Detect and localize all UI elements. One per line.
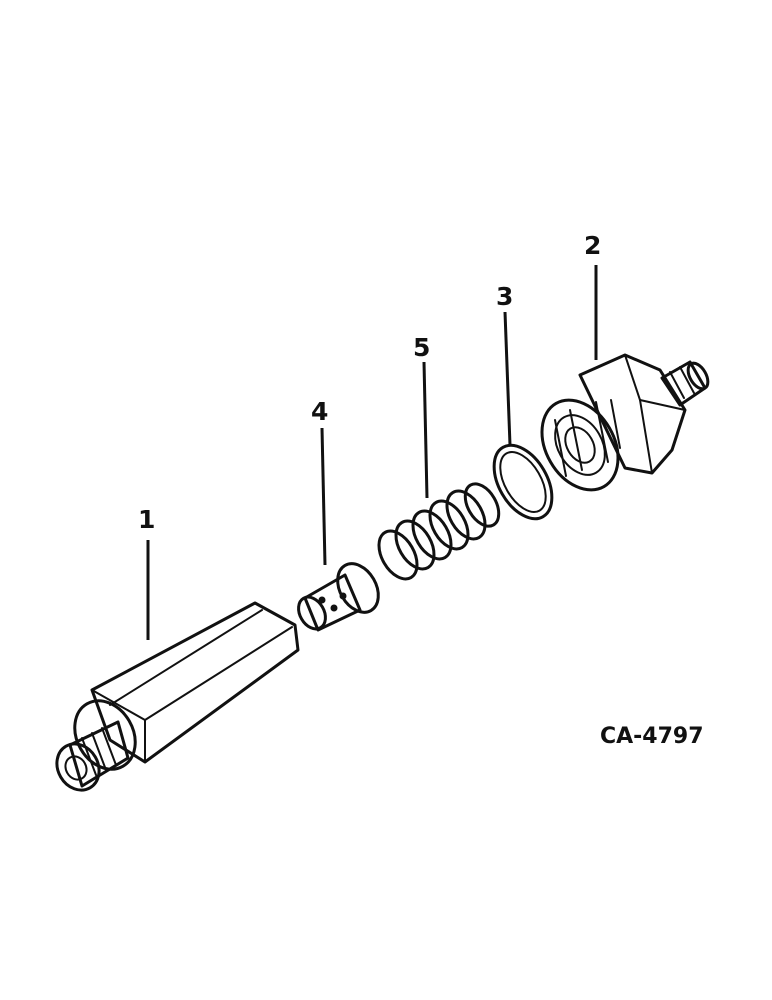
part-1-hex-body (55, 601, 300, 792)
part-3-o-ring (492, 443, 554, 521)
leader-line-5 (422, 361, 429, 499)
leader-line-3 (503, 311, 512, 446)
callout-4: 4 (311, 397, 328, 426)
part-5-spring (377, 482, 501, 581)
callout-2: 2 (584, 231, 601, 260)
part-2-hex-fitting (540, 353, 710, 492)
callout-1: 1 (138, 505, 155, 534)
leader-line-4 (320, 427, 327, 566)
drawing-code: CA-4797 (600, 724, 704, 749)
callout-5: 5 (413, 333, 430, 362)
callout-3: 3 (496, 282, 513, 311)
part-4-poppet (297, 562, 380, 632)
